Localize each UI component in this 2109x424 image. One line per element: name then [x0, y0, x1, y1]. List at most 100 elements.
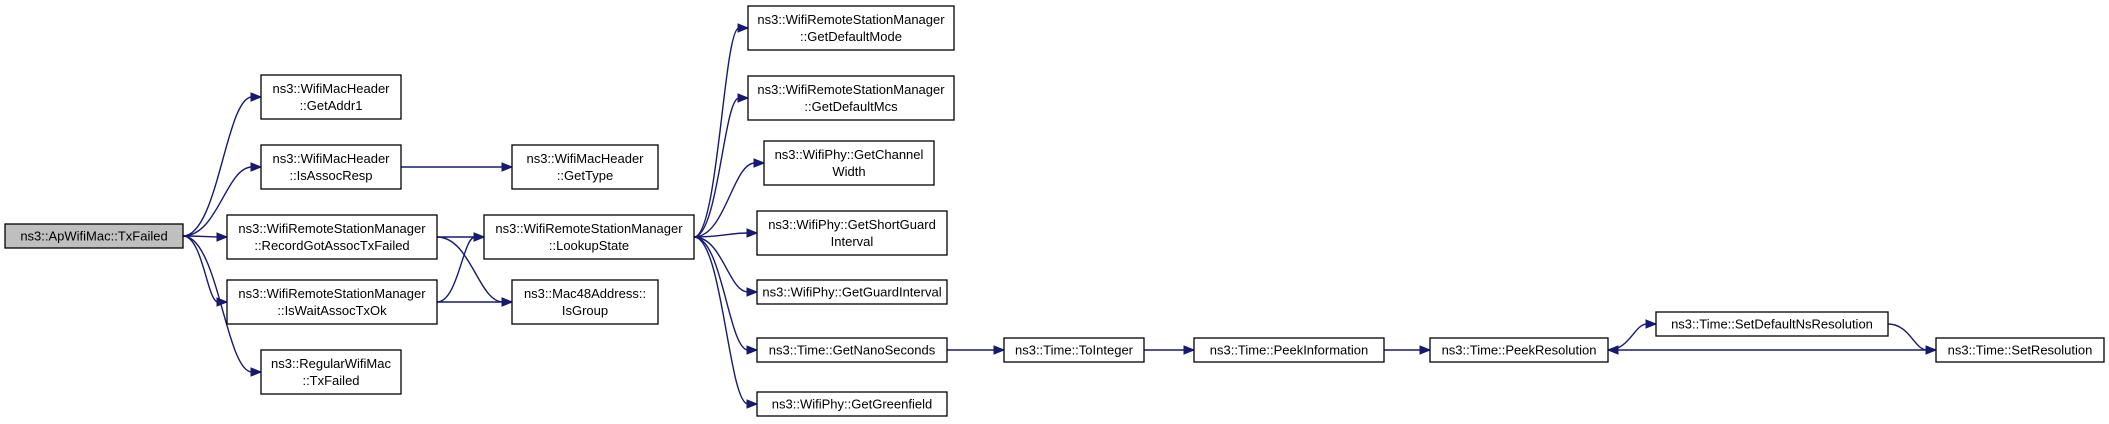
edge-line	[182, 235, 219, 238]
graph-node-n15[interactable]: ns3::WifiPhy::GetGreenfield	[756, 391, 948, 417]
arrowhead-icon	[216, 297, 229, 307]
node-label: ns3::WifiPhy::GetGreenfield	[772, 397, 932, 412]
node-box	[511, 279, 659, 325]
edge-line	[182, 166, 253, 237]
node-label: ::GetAddr1	[300, 98, 363, 113]
edge-line	[693, 27, 740, 238]
graph-node-n3[interactable]: ns3::WifiRemoteStationManager::RecordGot…	[226, 214, 438, 260]
edge-n7-n13	[693, 236, 759, 297]
edge-n20-n18	[1606, 345, 1936, 355]
edge-line	[693, 232, 749, 238]
graph-node-n14[interactable]: ns3::Time::GetNanoSeconds	[756, 337, 948, 363]
graph-node-n9[interactable]: ns3::WifiRemoteStationManager::GetDefaul…	[747, 5, 955, 51]
graph-node-n1[interactable]: ns3::WifiMacHeader::GetAddr1	[260, 74, 402, 120]
node-label: Interval	[831, 234, 874, 249]
graph-node-n0[interactable]: ns3::ApWifiMac::TxFailed	[4, 223, 184, 249]
edge-n0-n5	[182, 235, 263, 377]
node-box	[260, 144, 402, 190]
node-label: ns3::WifiPhy::GetGuardInterval	[762, 285, 941, 300]
graph-node-n16[interactable]: ns3::Time::ToInteger	[1003, 337, 1145, 363]
graph-node-n7[interactable]: ns3::WifiRemoteStationManager::LookupSta…	[483, 214, 695, 260]
edge-line	[1607, 323, 1648, 351]
arrowhead-icon	[250, 162, 263, 172]
edge-line	[693, 97, 740, 238]
root-node-box	[4, 223, 184, 249]
node-box	[511, 144, 659, 190]
edge-n7-n11	[693, 158, 766, 238]
node-box	[1003, 337, 1145, 363]
node-label: ns3::WifiPhy::GetShortGuard	[768, 217, 936, 232]
edge-n7-n10	[693, 93, 750, 238]
edge-line	[436, 236, 476, 303]
node-label: ns3::WifiRemoteStationManager	[495, 221, 683, 236]
edge-n16-n17	[1144, 345, 1196, 355]
arrowhead-icon	[1419, 345, 1432, 355]
node-label: ns3::WifiRemoteStationManager	[757, 82, 945, 97]
arrowhead-icon	[993, 345, 1006, 355]
edge-n0-n3	[182, 232, 229, 242]
node-label: ns3::Time::PeekInformation	[1210, 343, 1368, 358]
arrowhead-icon	[1183, 345, 1196, 355]
graph-node-n4[interactable]: ns3::WifiRemoteStationManager::IsWaitAss…	[226, 279, 438, 325]
node-box	[747, 5, 955, 51]
edge-n7-n9	[693, 23, 750, 238]
node-label: ns3::WifiMacHeader	[272, 151, 390, 166]
arrowhead-icon	[746, 228, 759, 238]
node-label: ::GetDefaultMcs	[804, 99, 898, 114]
edge-line	[182, 235, 219, 303]
edge-n0-n1	[182, 92, 263, 237]
node-label: ns3::Time::SetResolution	[1948, 343, 2093, 358]
node-label: ::GetDefaultMode	[800, 29, 902, 44]
edge-line	[436, 236, 504, 303]
node-label: IsGroup	[562, 303, 608, 318]
graph-node-n8[interactable]: ns3::Mac48Address::IsGroup	[511, 279, 659, 325]
edge-line	[693, 236, 749, 351]
arrowhead-icon	[753, 158, 766, 168]
graph-node-n6[interactable]: ns3::WifiMacHeader::GetType	[511, 144, 659, 190]
node-label: ::RecordGotAssocTxFailed	[254, 238, 409, 253]
graph-node-n17[interactable]: ns3::Time::PeekInformation	[1193, 337, 1385, 363]
node-label: ::GetType	[557, 168, 613, 183]
arrowhead-icon	[501, 297, 514, 307]
edge-n14-n16	[947, 345, 1006, 355]
graph-node-n2[interactable]: ns3::WifiMacHeader::IsAssocResp	[260, 144, 402, 190]
graph-node-n5[interactable]: ns3::RegularWifiMac::TxFailed	[260, 349, 402, 395]
graph-node-n18[interactable]: ns3::Time::PeekResolution	[1429, 337, 1609, 363]
edge-n4-n8	[437, 297, 514, 307]
edge-n7-n14	[693, 236, 759, 355]
node-label: ns3::Time::SetDefaultNsResolution	[1671, 317, 1873, 332]
node-box	[747, 75, 955, 121]
node-label: ns3::RegularWifiMac	[271, 356, 391, 371]
graph-node-n19[interactable]: ns3::Time::SetDefaultNsResolution	[1655, 311, 1889, 337]
arrowhead-icon	[1645, 319, 1658, 329]
arrowhead-icon	[473, 232, 486, 242]
nodes-layer: ns3::ApWifiMac::TxFailed ns3::WifiMacHead…	[4, 5, 2105, 417]
arrowhead-icon	[1606, 345, 1619, 355]
edge-n17-n18	[1384, 345, 1432, 355]
node-label: ::LookupState	[549, 238, 629, 253]
edge-n2-n6	[401, 162, 514, 172]
node-label: ns3::WifiMacHeader	[526, 151, 644, 166]
node-box	[756, 210, 948, 256]
node-label: ::TxFailed	[302, 373, 359, 388]
arrowhead-icon	[737, 23, 750, 33]
graph-node-n10[interactable]: ns3::WifiRemoteStationManager::GetDefaul…	[747, 75, 955, 121]
arrowhead-icon	[746, 399, 759, 409]
edge-n4-n7	[436, 232, 486, 303]
arrowhead-icon	[250, 92, 263, 102]
edge-n7-n12	[693, 228, 759, 238]
edge-n18-n19	[1607, 319, 1658, 351]
node-box	[260, 349, 402, 395]
node-box	[1429, 337, 1609, 363]
graph-node-n13[interactable]: ns3::WifiPhy::GetGuardInterval	[756, 279, 948, 305]
arrowhead-icon	[216, 232, 229, 242]
node-label: ns3::Time::ToInteger	[1015, 343, 1134, 358]
node-label: ns3::Mac48Address::	[524, 286, 646, 301]
node-box	[260, 74, 402, 120]
graph-node-n20[interactable]: ns3::Time::SetResolution	[1935, 337, 2105, 363]
node-box	[1935, 337, 2105, 363]
node-box	[756, 391, 948, 417]
node-box	[763, 140, 935, 186]
